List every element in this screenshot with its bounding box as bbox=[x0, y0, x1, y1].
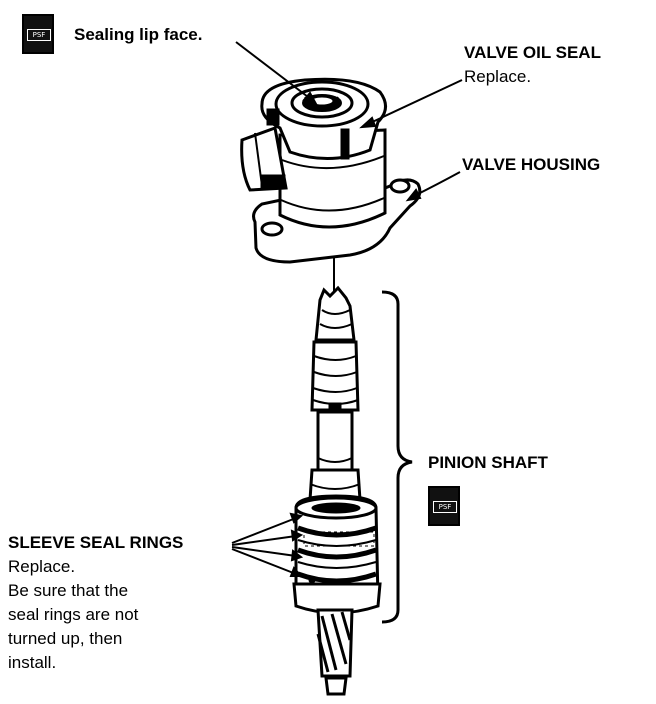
valve-housing-label: VALVE HOUSING bbox=[462, 155, 601, 174]
valve-oil-seal-note: Replace. bbox=[464, 67, 532, 86]
grease-icon: PSF bbox=[22, 14, 54, 54]
valve-oil-seal bbox=[290, 87, 354, 119]
sleeve-seal-rings-label: SLEEVE SEAL RINGS bbox=[8, 533, 184, 552]
pinion-shaft bbox=[308, 285, 362, 502]
sleeve-note-line: seal rings are not bbox=[8, 605, 139, 624]
sleeve-note-line: turned up, then bbox=[8, 629, 123, 648]
pinion-shaft-label: PINION SHAFT bbox=[428, 453, 548, 472]
pinion-shaft-bracket bbox=[381, 290, 413, 624]
sleeve-note-line: install. bbox=[8, 653, 57, 672]
leader-lines bbox=[231, 41, 463, 577]
grease-icon: PSF bbox=[428, 486, 460, 526]
sealing-lip-label: Sealing lip face. bbox=[74, 25, 203, 44]
valve-oil-seal-label: VALVE OIL SEAL bbox=[464, 43, 601, 62]
sleeve-seal-rings bbox=[292, 494, 382, 615]
pinion-gear bbox=[316, 608, 354, 696]
sleeve-note-line: Be sure that the bbox=[8, 581, 129, 600]
sleeve-note-line: Replace. bbox=[8, 557, 76, 576]
